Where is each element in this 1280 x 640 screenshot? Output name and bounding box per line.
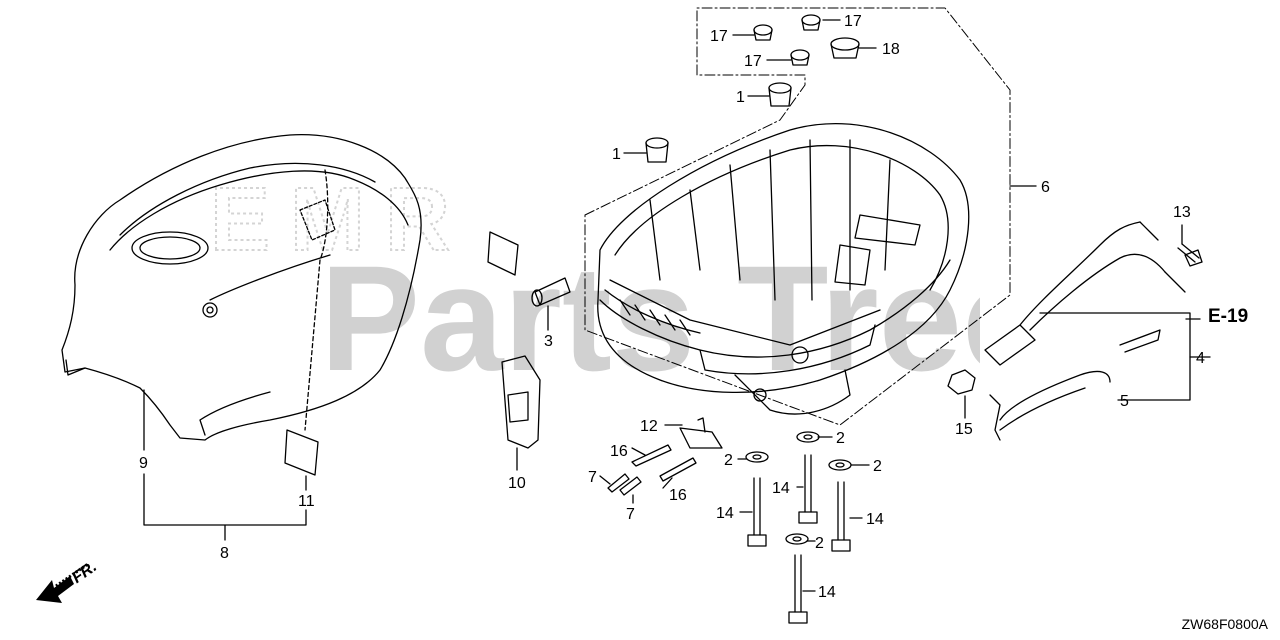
callout-18: 18	[882, 41, 900, 58]
bracket-10	[501, 355, 541, 449]
washer-2-b	[796, 431, 820, 443]
grommet-17-b	[801, 14, 821, 31]
grommet-17-a	[753, 24, 773, 41]
frame-6	[584, 7, 1011, 426]
callout-7-a: 7	[588, 469, 597, 486]
lanyard-switch	[984, 221, 1186, 441]
callout-2-a: 2	[724, 452, 733, 469]
pad-upper	[487, 231, 519, 276]
callout-11: 11	[298, 493, 315, 510]
callout-5: 5	[1120, 393, 1129, 410]
callout-3: 3	[544, 333, 553, 350]
callout-17-b: 17	[744, 53, 762, 70]
callout-16-b: 16	[669, 487, 687, 504]
grommet-18	[830, 37, 860, 59]
grommet-17-c	[790, 49, 810, 66]
pin-16-a	[631, 444, 672, 467]
callout-2-d: 2	[815, 535, 824, 552]
callout-17-c: 17	[844, 13, 862, 30]
bolt-14-b	[798, 454, 818, 524]
pin-16-b	[659, 457, 697, 482]
callout-13: 13	[1173, 204, 1191, 221]
reference-e19: E-19	[1208, 306, 1249, 327]
callout-1-a: 1	[736, 89, 745, 106]
callout-8: 8	[220, 545, 229, 562]
grommet-1-b	[645, 137, 669, 163]
pad-11	[284, 429, 319, 476]
nut-15	[947, 369, 976, 395]
callout-1-b: 1	[612, 146, 621, 163]
callout-6: 6	[1041, 179, 1050, 196]
washer-2-a	[745, 451, 769, 463]
grommet-1-a	[768, 82, 792, 107]
callout-10: 10	[508, 475, 526, 492]
bolt-14-a	[747, 477, 767, 547]
callout-17-a: 17	[710, 28, 728, 45]
callout-12: 12	[640, 418, 658, 435]
callout-7-b: 7	[626, 506, 635, 523]
bolt-14-c	[831, 481, 851, 552]
grommet-3	[531, 277, 571, 307]
front-arrow	[36, 562, 89, 603]
callout-14-b: 14	[772, 480, 790, 497]
callout-14-a: 14	[716, 505, 734, 522]
callout-16-a: 16	[610, 443, 628, 460]
engine-cover	[61, 134, 422, 441]
callout-2-b: 2	[836, 430, 845, 447]
washer-2-c	[828, 459, 852, 471]
bolt-14-d	[788, 554, 808, 624]
pin-7-a	[607, 473, 630, 493]
callout-4: 4	[1196, 350, 1205, 367]
under-cover-6	[597, 123, 970, 415]
callout-15: 15	[955, 421, 973, 438]
callout-2-c: 2	[873, 458, 882, 475]
bolt-13	[1177, 243, 1203, 267]
clip-12	[679, 427, 723, 449]
pin-7-b	[619, 476, 642, 496]
callout-14-d: 14	[818, 584, 836, 601]
washer-2-d	[785, 533, 809, 545]
callout-14-c: 14	[866, 511, 884, 528]
diagram-code: ZW68F0800A	[1181, 616, 1268, 632]
callout-9: 9	[139, 455, 148, 472]
